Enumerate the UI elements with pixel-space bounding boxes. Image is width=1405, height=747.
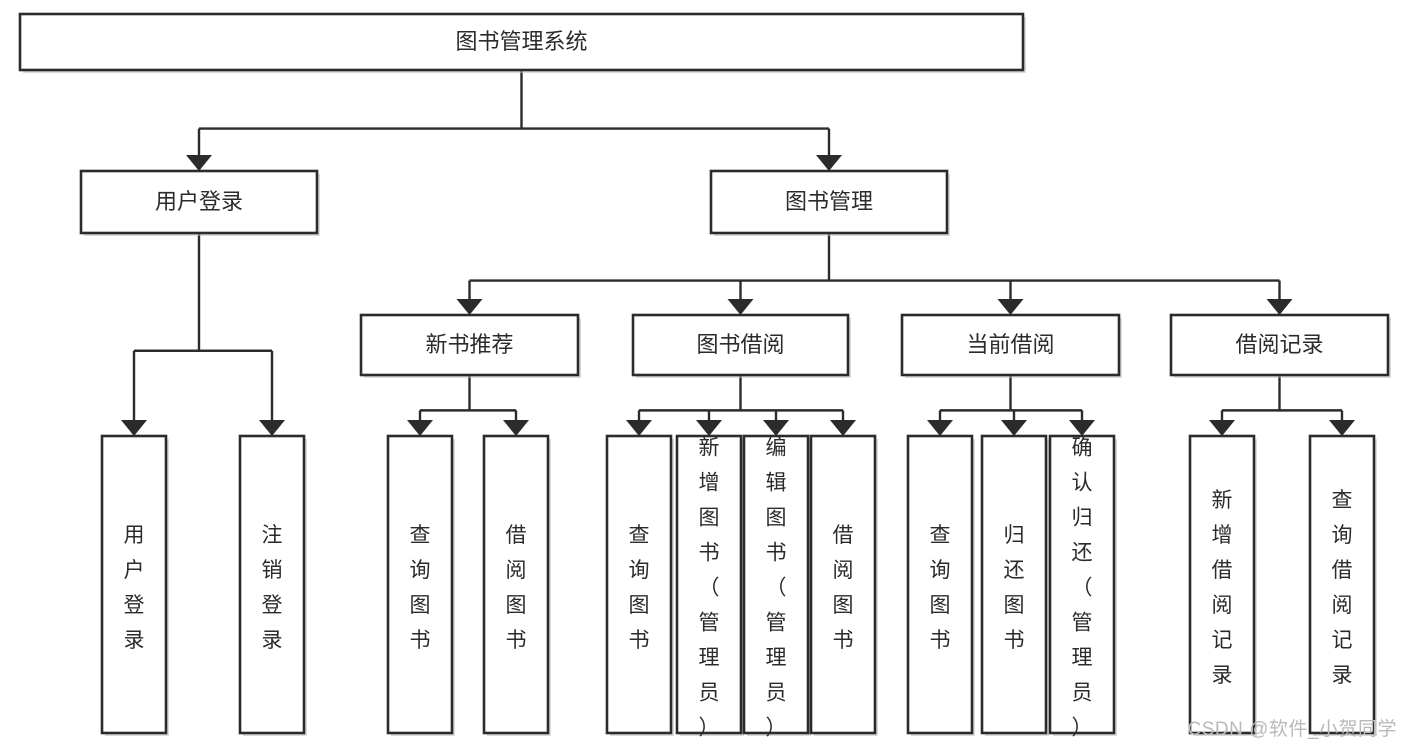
node-box-leaf-borrow-book-recommend[interactable] [482, 434, 550, 735]
node-label-leaf-query-book-current: 查询图书 [930, 524, 951, 652]
node-box-root[interactable] [18, 12, 1025, 72]
node-label-user-login: 用户登录 [155, 189, 243, 214]
edge-group-book-management [456, 233, 1293, 315]
node-leaf-edit-book[interactable]: 编辑图书（管理员） [742, 434, 811, 739]
node-box-leaf-add-borrow-record[interactable] [1188, 434, 1256, 735]
node-box-borrow-record[interactable] [1169, 313, 1390, 377]
node-leaf-confirm-return[interactable]: 确认归还（管理员） [1048, 434, 1117, 739]
edge-group-borrow-record [1209, 375, 1355, 436]
node-box-leaf-query-book-recommend[interactable] [386, 434, 454, 735]
node-box-book-management[interactable] [709, 169, 949, 235]
watermark-text: CSDN @软件_小贺同学 [1187, 719, 1397, 740]
node-label-leaf-borrow-book-recommend: 借阅图书 [506, 524, 527, 652]
node-user-login[interactable]: 用户登录 [79, 169, 320, 236]
node-root[interactable]: 图书管理系统 [18, 12, 1026, 73]
node-label-leaf-borrow-book: 借阅图书 [833, 524, 854, 652]
node-new-book-recommend[interactable]: 新书推荐 [359, 313, 581, 378]
node-label-leaf-return-book: 归还图书 [1004, 524, 1025, 652]
node-label-leaf-logout: 注销登录 [262, 524, 283, 652]
node-box-book-borrow[interactable] [631, 313, 850, 377]
edge-group-new-book-recommend [407, 375, 529, 436]
node-label-book-borrow: 图书借阅 [696, 332, 784, 357]
node-box-leaf-edit-book[interactable] [742, 434, 810, 735]
node-box-leaf-logout[interactable] [238, 434, 306, 735]
node-label-leaf-query-borrow-record: 查询借阅记录 [1332, 489, 1353, 687]
node-box-leaf-query-book-current[interactable] [906, 434, 974, 735]
node-leaf-query-book-current[interactable]: 查询图书 [906, 434, 975, 736]
node-leaf-borrow-book-recommend[interactable]: 借阅图书 [482, 434, 551, 736]
node-leaf-add-book[interactable]: 新增图书（管理员） [675, 434, 744, 739]
node-label-borrow-record: 借阅记录 [1235, 332, 1323, 357]
edge-group-book-borrow [626, 375, 856, 436]
node-label-current-borrow: 当前借阅 [966, 332, 1054, 357]
node-box-leaf-add-book[interactable] [675, 434, 743, 735]
node-leaf-query-book-recommend[interactable]: 查询图书 [386, 434, 455, 736]
node-borrow-record[interactable]: 借阅记录 [1169, 313, 1391, 378]
node-book-management[interactable]: 图书管理 [709, 169, 950, 236]
node-label-leaf-confirm-return: 确认归还（管理员） [1072, 436, 1093, 739]
node-box-new-book-recommend[interactable] [359, 313, 580, 377]
node-leaf-user-login[interactable]: 用户登录 [100, 434, 169, 736]
node-leaf-add-borrow-record[interactable]: 新增借阅记录 [1188, 434, 1257, 736]
node-current-borrow[interactable]: 当前借阅 [900, 313, 1122, 378]
node-leaf-logout[interactable]: 注销登录 [238, 434, 307, 736]
nodes-layer: 图书管理系统用户登录图书管理新书推荐图书借阅当前借阅借阅记录用户登录注销登录查询… [18, 12, 1391, 739]
node-leaf-query-borrow-record[interactable]: 查询借阅记录 [1308, 434, 1377, 736]
node-box-leaf-user-login[interactable] [100, 434, 168, 735]
edge-group-current-borrow [927, 375, 1095, 436]
node-label-root: 图书管理系统 [455, 29, 587, 54]
node-leaf-query-book-borrow[interactable]: 查询图书 [605, 434, 674, 736]
node-leaf-borrow-book[interactable]: 借阅图书 [809, 434, 878, 736]
node-box-leaf-borrow-book[interactable] [809, 434, 877, 735]
node-label-leaf-add-borrow-record: 新增借阅记录 [1212, 489, 1233, 687]
node-box-leaf-confirm-return[interactable] [1048, 434, 1116, 735]
node-label-leaf-edit-book: 编辑图书（管理员） [766, 436, 787, 739]
node-box-leaf-return-book[interactable] [980, 434, 1048, 735]
node-box-leaf-query-book-borrow[interactable] [605, 434, 673, 735]
node-leaf-return-book[interactable]: 归还图书 [980, 434, 1049, 736]
node-label-leaf-query-book-recommend: 查询图书 [410, 524, 431, 652]
edge-group-user-login [121, 233, 285, 436]
node-box-current-borrow[interactable] [900, 313, 1121, 377]
edges-layer [121, 70, 1355, 436]
node-box-leaf-query-borrow-record[interactable] [1308, 434, 1376, 735]
node-book-borrow[interactable]: 图书借阅 [631, 313, 851, 378]
edge-group-root [186, 70, 842, 171]
node-label-book-management: 图书管理 [785, 189, 873, 214]
node-box-user-login[interactable] [79, 169, 319, 235]
node-label-leaf-user-login: 用户登录 [124, 524, 145, 652]
node-label-leaf-query-book-borrow: 查询图书 [629, 524, 650, 652]
node-label-new-book-recommend: 新书推荐 [425, 332, 513, 357]
node-label-leaf-add-book: 新增图书（管理员） [699, 436, 720, 739]
